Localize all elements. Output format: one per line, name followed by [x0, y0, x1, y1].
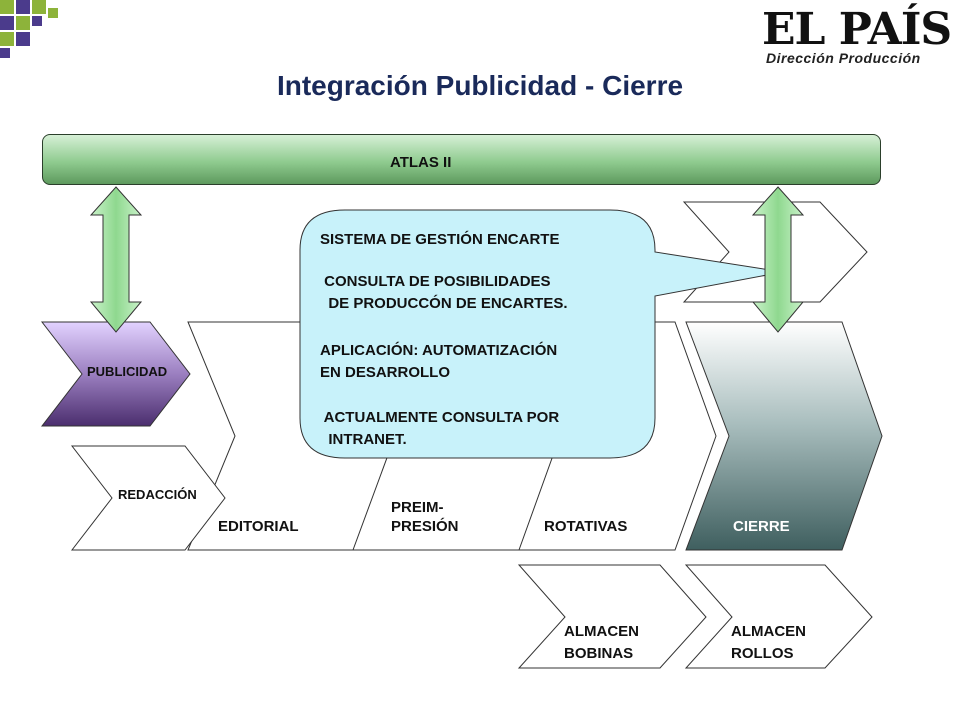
logo-subtitle: Dirección Producción [766, 50, 921, 66]
el-pais-logo: EL PAÍS [762, 4, 952, 55]
label-publicidad: PUBLICIDAD [87, 364, 168, 379]
callout-line: APLICACIÓN: AUTOMATIZACIÓN [320, 342, 558, 359]
label-preimpresion-1: PREIM- [391, 499, 444, 516]
label-almacen-rollos-2: ROLLOS [731, 645, 794, 662]
callout-line: INTRANET. [320, 431, 407, 448]
label-almacen-bobinas-1: ALMACEN [564, 623, 639, 640]
label-rotativas: ROTATIVAS [544, 518, 628, 535]
chevron-redaccion [70, 445, 226, 551]
label-almacen-rollos-1: ALMACEN [731, 623, 806, 640]
double-arrow-icon [751, 186, 805, 333]
callout-line: EN DESARROLLO [320, 364, 451, 381]
callout-bubble [299, 209, 784, 459]
chevron-publicidad [40, 321, 191, 427]
atlas-label: ATLAS II [390, 154, 452, 171]
label-almacen-bobinas-2: BOBINAS [564, 645, 634, 662]
label-cierre: CIERRE [733, 518, 790, 535]
atlas-bar [42, 134, 881, 185]
callout-line: CONSULTA DE POSIBILIDADES [320, 273, 551, 290]
corner-squares-decoration [0, 0, 58, 58]
label-redaccion: REDACCIÓN [118, 487, 197, 502]
callout-line: SISTEMA DE GESTIÓN ENCARTE [320, 231, 560, 248]
callout-line: ACTUALMENTE CONSULTA POR [320, 409, 560, 426]
chevron-almacen-rollos [684, 564, 873, 669]
double-arrow-icon [89, 186, 143, 333]
chevron-almacen-bobinas [517, 564, 707, 669]
label-preimpresion-2: PRESIÓN [391, 518, 459, 535]
chevron-cierre [685, 321, 883, 551]
page-title: Integración Publicidad - Cierre [276, 70, 684, 101]
callout-line: DE PRODUCCÓN DE ENCARTES. [320, 295, 568, 312]
label-editorial: EDITORIAL [218, 518, 299, 535]
